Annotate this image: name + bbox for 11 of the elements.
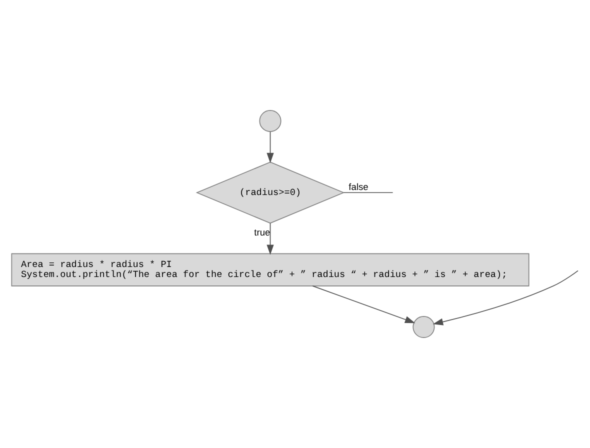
edge-label: true bbox=[254, 228, 270, 238]
arrow bbox=[266, 222, 274, 255]
edge-label: false bbox=[348, 182, 368, 192]
node-circle bbox=[259, 110, 282, 132]
arrow bbox=[312, 286, 416, 324]
arrow bbox=[266, 131, 274, 164]
connector bbox=[343, 192, 394, 194]
node-diamond: (radius>=0) bbox=[196, 162, 345, 224]
node-circle bbox=[412, 316, 435, 338]
node-box: Area = radius * radius * PI System.out.println(“The area for the circle of” + ” radius “ + radius + ” is ” + area); bbox=[11, 253, 530, 286]
arrow bbox=[432, 270, 578, 326]
